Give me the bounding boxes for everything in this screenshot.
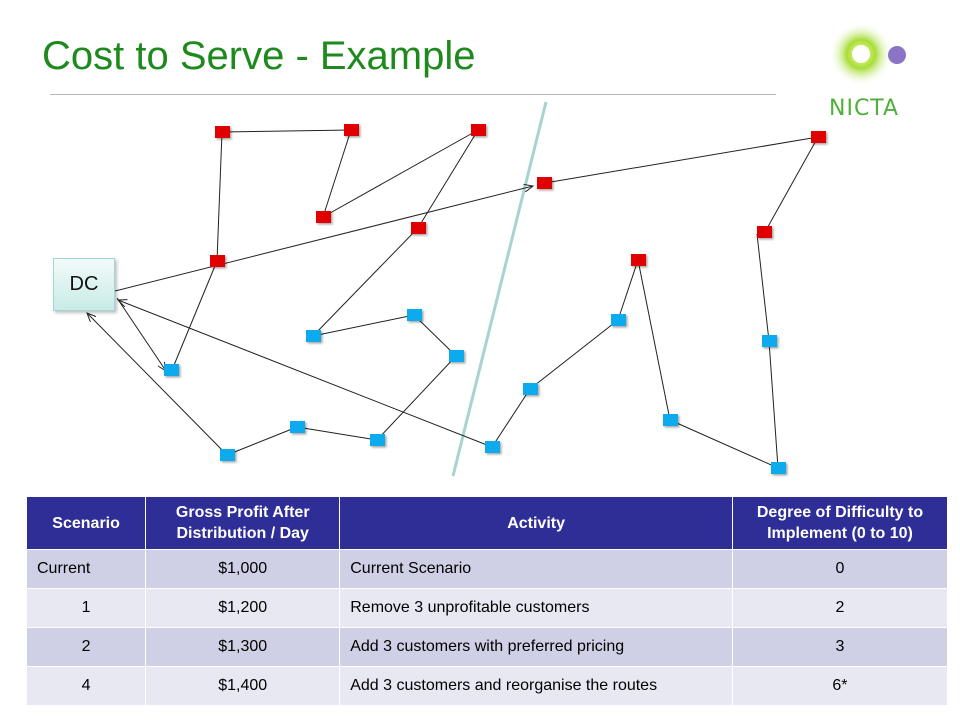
- route-dc-to-south: [116, 297, 166, 371]
- customer-node-profitable: [762, 335, 777, 347]
- route-segment: [417, 129, 479, 229]
- route-segment: [216, 131, 223, 262]
- cell-profit: $1,000: [145, 549, 341, 589]
- cell-activity: Add 3 customers and reorganise the route…: [339, 666, 733, 706]
- cell-activity: Add 3 customers with preferred pricing: [339, 627, 733, 667]
- customer-node-profitable: [290, 421, 305, 433]
- customer-node-profitable: [449, 350, 464, 362]
- table-row: 2 $1,300 Add 3 customers with preferred …: [25, 627, 949, 667]
- route-return-to-dc: [87, 313, 228, 456]
- route-segment: [312, 227, 419, 337]
- cell-difficulty: 3: [731, 627, 949, 667]
- customer-node-unprofitable: [411, 222, 426, 234]
- route-segment: [226, 426, 298, 456]
- title-divider: [50, 94, 776, 95]
- cell-scenario: 1: [25, 588, 147, 628]
- logo-wordmark: NICTA: [829, 96, 900, 121]
- route-diagram: [0, 101, 826, 477]
- customer-node-profitable: [663, 414, 678, 426]
- route-segment: [221, 129, 352, 133]
- customer-node-profitable: [407, 309, 422, 321]
- route-segment: [322, 129, 479, 218]
- cell-activity: Remove 3 unprofitable customers: [339, 588, 733, 628]
- route-segment: [491, 388, 531, 448]
- customer-node-profitable: [523, 383, 538, 395]
- table-header-row: Scenario Gross Profit After Distribution…: [25, 496, 949, 550]
- customer-node-profitable: [611, 314, 626, 326]
- route-segment: [171, 260, 218, 371]
- route-return-to-dc: [118, 300, 493, 448]
- customer-node-profitable: [485, 441, 500, 453]
- scenario-table: Scenario Gross Profit After Distribution…: [25, 496, 949, 706]
- customer-node-unprofitable: [631, 254, 646, 266]
- route-segment: [756, 233, 770, 342]
- customer-node-unprofitable: [316, 211, 331, 223]
- cell-scenario: 4: [25, 666, 147, 706]
- route-segment: [544, 136, 819, 184]
- route-segment: [376, 355, 457, 441]
- customer-node-profitable: [220, 449, 235, 461]
- column-header-difficulty: Degree of Difficulty to Implement (0 to …: [731, 496, 949, 550]
- cell-activity: Current Scenario: [339, 549, 733, 589]
- page-title: Cost to Serve - Example: [42, 34, 476, 78]
- customer-node-unprofitable: [811, 131, 826, 143]
- route-segment: [413, 314, 457, 357]
- route-segment: [312, 314, 415, 337]
- table-row: 4 $1,400 Add 3 customers and reorganise …: [25, 666, 949, 706]
- route-dc-to-far-east: [114, 186, 533, 292]
- customer-node-unprofitable: [471, 124, 486, 136]
- logo-purple-dot-icon: [888, 46, 906, 64]
- route-segment: [637, 259, 671, 421]
- route-segment: [669, 419, 779, 469]
- customer-node-profitable: [164, 364, 179, 376]
- route-segment: [322, 129, 352, 218]
- distribution-centre-node: DC: [53, 258, 115, 311]
- cell-difficulty: 2: [731, 588, 949, 628]
- cell-difficulty: 0: [731, 549, 949, 589]
- region-divider: [451, 101, 548, 477]
- customer-node-profitable: [771, 462, 786, 474]
- cell-scenario: 2: [25, 627, 147, 667]
- column-header-scenario: Scenario: [25, 496, 147, 550]
- route-segment: [296, 426, 378, 441]
- route-segment: [768, 340, 779, 469]
- route-segment: [529, 319, 619, 390]
- customer-node-unprofitable: [757, 226, 772, 238]
- table-row: 1 $1,200 Remove 3 unprofitable customers…: [25, 588, 949, 628]
- table-row: Current $1,000 Current Scenario 0: [25, 549, 949, 589]
- customer-node-profitable: [370, 434, 385, 446]
- column-header-activity: Activity: [339, 496, 733, 550]
- customer-node-unprofitable: [537, 177, 552, 189]
- customer-node-unprofitable: [215, 126, 230, 138]
- customer-node-profitable: [306, 330, 321, 342]
- nicta-logo: [829, 22, 906, 86]
- cell-profit: $1,200: [145, 588, 341, 628]
- logo-white-dot-icon: [852, 45, 870, 63]
- route-segment: [617, 259, 639, 321]
- customer-node-unprofitable: [344, 124, 359, 136]
- cell-scenario: Current: [25, 549, 147, 589]
- cell-profit: $1,400: [145, 666, 341, 706]
- cell-profit: $1,300: [145, 627, 341, 667]
- column-header-profit: Gross Profit After Distribution / Day: [145, 496, 341, 550]
- route-segment: [764, 136, 819, 233]
- cell-difficulty: 6*: [731, 666, 949, 706]
- customer-node-unprofitable: [210, 255, 225, 267]
